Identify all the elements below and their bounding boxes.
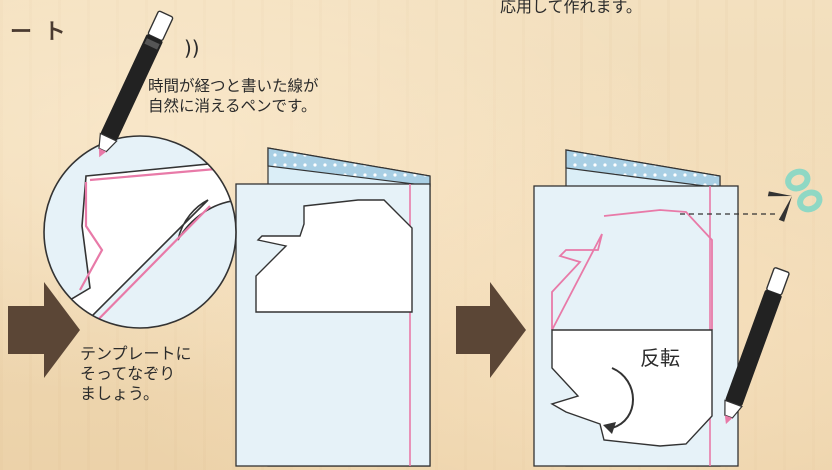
flip-label: 反転 (640, 346, 680, 370)
top-caption: 応用して作れます。 (500, 0, 642, 16)
traced-outline (551, 209, 713, 331)
template-shape (255, 199, 413, 313)
scissors-icon (767, 168, 823, 222)
page-title-fragment: ー ト (10, 19, 68, 45)
motion-marks: )) (184, 36, 200, 60)
trace-instruction: テンプレートに そってなぞり ましょう。 (80, 344, 192, 403)
folder-right (533, 149, 776, 467)
arrow-right-icon (8, 282, 80, 378)
rotate-arrow-icon (603, 367, 634, 434)
pen-description: 時間が経つと書いた線が 自然に消えるペンです。 (148, 77, 319, 115)
erasable-pen-icon (98, 10, 174, 158)
folder-middle (235, 147, 431, 467)
zoom-lens (43, 135, 237, 329)
arrow-right-icon-2 (456, 282, 526, 378)
erasable-pen-icon-right (724, 267, 790, 425)
